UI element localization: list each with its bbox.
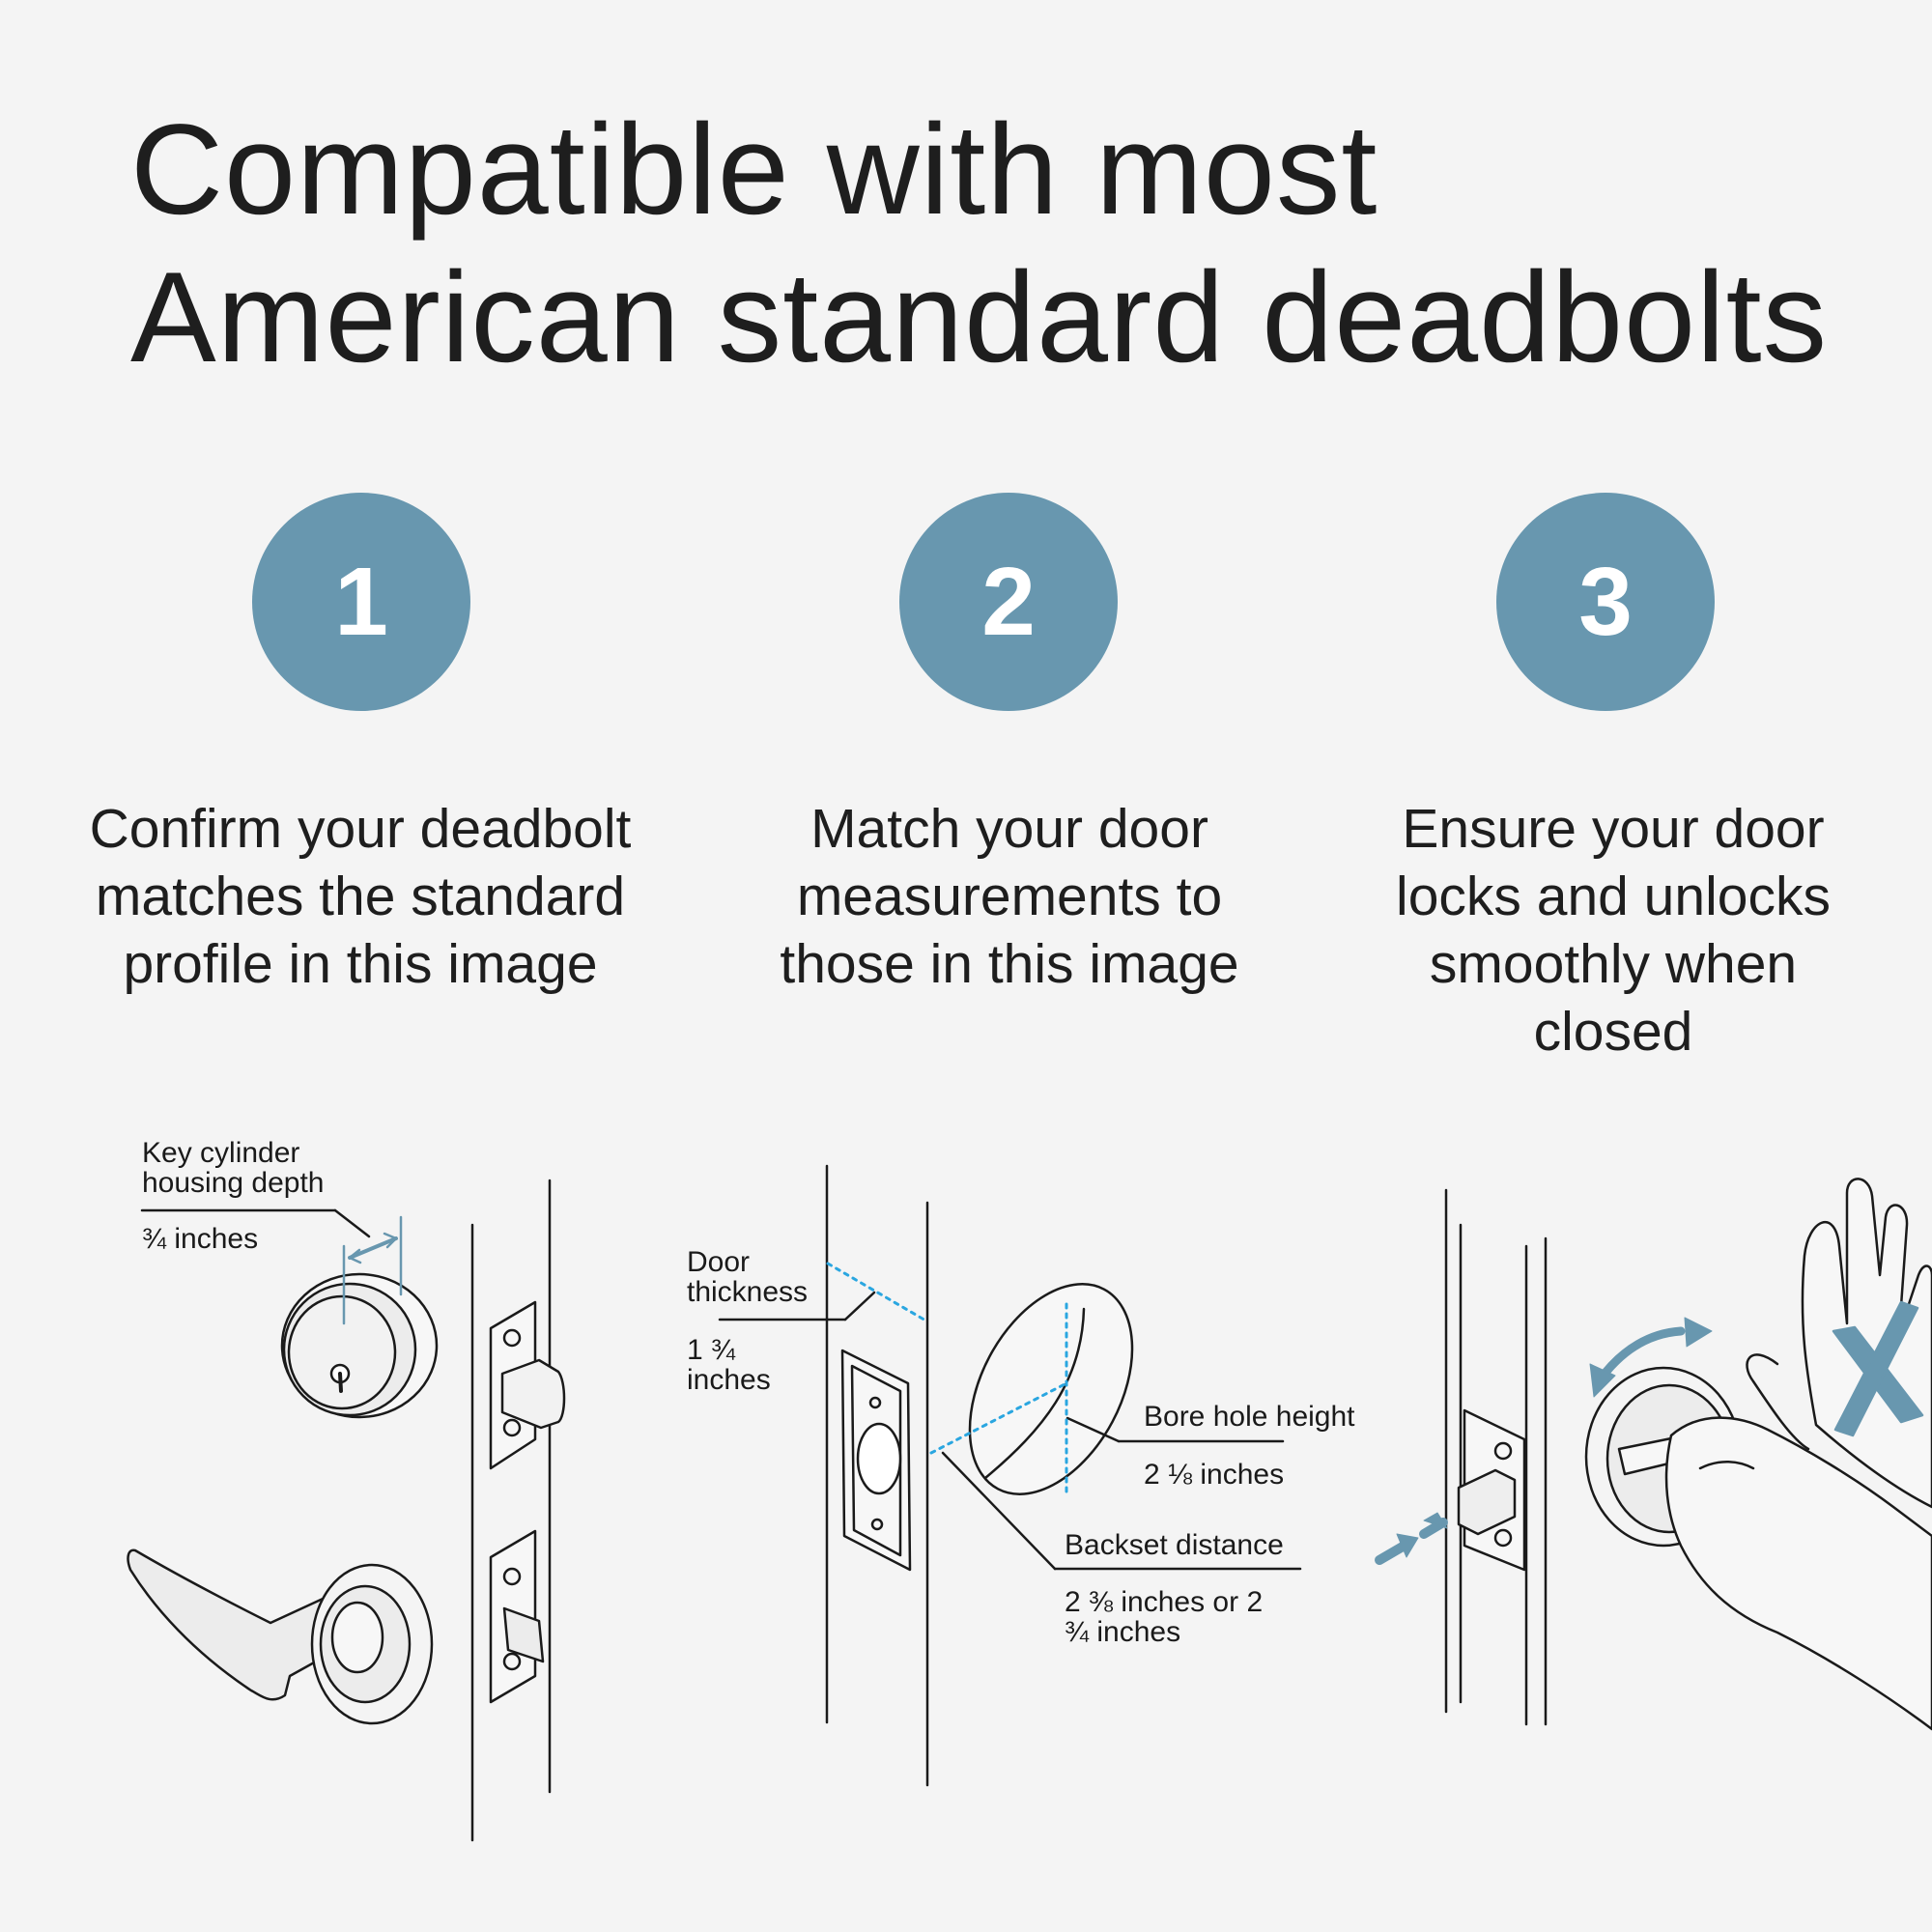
x-mark-icon (1832, 1300, 1924, 1437)
motion-icons (1375, 1300, 1924, 1565)
step-1-text: Confirm your deadbolt matches the standa… (89, 798, 632, 995)
lock-test-diagram (1444, 1178, 1932, 1731)
page-title-line-1: Compatible with most (130, 99, 1378, 242)
step-3-text: Ensure your door locks and unlocks smoot… (1396, 798, 1831, 1063)
door-thickness-value: 1 ¾ inches (687, 1335, 793, 1395)
backset-value: 2 ⅜ inches or 2 ¾ inches (1065, 1587, 1272, 1647)
step-3-number: 3 (1578, 547, 1633, 656)
bore-hole-value: 2 ⅛ inches (1144, 1459, 1285, 1491)
key-cylinder-value: ¾ inches (142, 1223, 259, 1255)
step-3-badge: 3 (1496, 493, 1715, 711)
backset-label: Backset distance (1065, 1529, 1284, 1561)
bore-hole-label: Bore hole height (1144, 1401, 1355, 1433)
deadbolt-diagram (127, 1179, 566, 1842)
step-1-number: 1 (334, 547, 388, 656)
backset-value-text: 2 ⅜ inches or 2 ¾ inches (1065, 1586, 1264, 1648)
door-measure-diagram (718, 1164, 1302, 1787)
depth-measure (342, 1215, 403, 1325)
page-title-line-2: American standard deadbolts (130, 246, 1829, 389)
door-thickness-value-text: 1 ¾ inches (687, 1334, 771, 1396)
door-thickness-label-text: Door thickness (687, 1246, 809, 1308)
door-thickness-label: Door thickness (687, 1247, 832, 1307)
step-2-number: 2 (981, 547, 1036, 656)
blue-measure-lines (826, 1262, 1068, 1497)
step-2-text: Match your door measurements to those in… (780, 798, 1239, 995)
key-cylinder-label: Key cylinder housing depth (142, 1138, 355, 1198)
step-2-badge: 2 (899, 493, 1118, 711)
push-arrows-icon (1375, 1512, 1448, 1565)
step-1-badge: 1 (252, 493, 470, 711)
page-title: Compatible with most American standard d… (130, 97, 1869, 392)
key-cylinder-label-text: Key cylinder housing depth (142, 1137, 325, 1199)
